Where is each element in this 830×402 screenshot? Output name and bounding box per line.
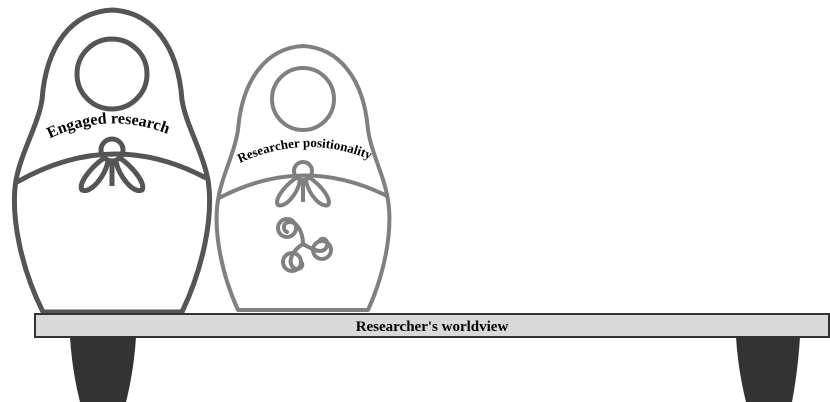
large-doll bbox=[14, 10, 209, 312]
shelf-label: Researcher's worldview bbox=[356, 319, 509, 335]
shelf-leg-right bbox=[736, 337, 800, 402]
small-doll bbox=[217, 46, 390, 310]
shelf-leg-left bbox=[70, 337, 136, 402]
